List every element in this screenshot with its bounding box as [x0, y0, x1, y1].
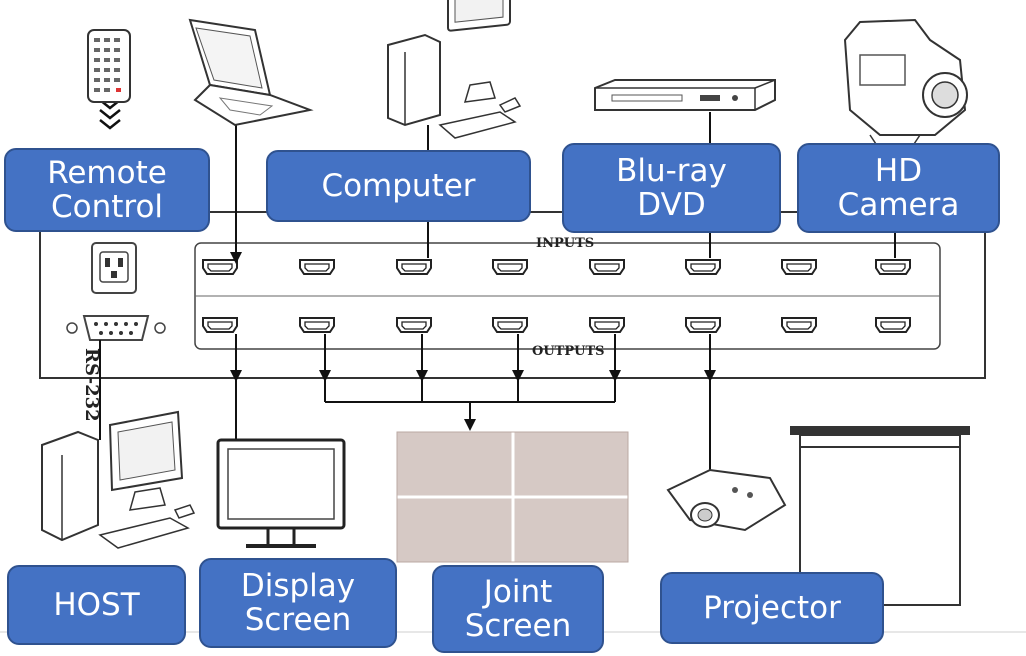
- remote-control-icon: [87, 29, 131, 103]
- hdmi-port-icon: [202, 317, 238, 333]
- host-label: HOST: [7, 565, 186, 645]
- hdmi-port-icon: [492, 317, 528, 333]
- hdmi-port-icon: [781, 259, 817, 275]
- bluray-player-icon: [594, 79, 776, 111]
- display-screen-label: Display Screen: [199, 558, 397, 648]
- hd-camera-label: HD Camera: [797, 143, 1000, 233]
- laptop-icon: [188, 18, 314, 127]
- hdmi-port-icon: [492, 259, 528, 275]
- desktop-computer-icon: [387, 0, 522, 139]
- hdmi-port-icon: [589, 259, 625, 275]
- hdmi-port-icon: [396, 259, 432, 275]
- video-wall-icon: [396, 431, 629, 563]
- inputs-label: INPUTS: [536, 236, 594, 251]
- bluray-dvd-label: Blu-ray DVD: [562, 143, 781, 233]
- hdmi-port-icon: [202, 259, 238, 275]
- projector-icon: [666, 468, 787, 532]
- joint-screen-label: Joint Screen: [432, 565, 604, 653]
- hdmi-port-icon: [299, 259, 335, 275]
- hdmi-port-icon: [299, 317, 335, 333]
- rs232-label: RS-232: [81, 348, 102, 422]
- input-ports: [202, 259, 911, 275]
- outputs-label: OUTPUTS: [532, 344, 605, 359]
- hdmi-port-icon: [685, 259, 721, 275]
- hdmi-port-icon: [589, 317, 625, 333]
- remote-control-label: Remote Control: [4, 148, 210, 232]
- projector-label: Projector: [660, 572, 884, 644]
- power-socket-icon: [91, 242, 137, 294]
- rs232-port-icon: [66, 315, 166, 341]
- hdmi-port-icon: [685, 317, 721, 333]
- output-ports: [202, 317, 911, 333]
- camcorder-icon: [843, 18, 968, 151]
- hdmi-port-icon: [781, 317, 817, 333]
- monitor-icon: [216, 438, 346, 548]
- host-computer-icon: [41, 410, 196, 549]
- hdmi-port-icon: [875, 259, 911, 275]
- hdmi-port-icon: [396, 317, 432, 333]
- matrix-switcher-chassis: [39, 211, 986, 379]
- hdmi-port-icon: [875, 317, 911, 333]
- computer-label: Computer: [266, 150, 531, 222]
